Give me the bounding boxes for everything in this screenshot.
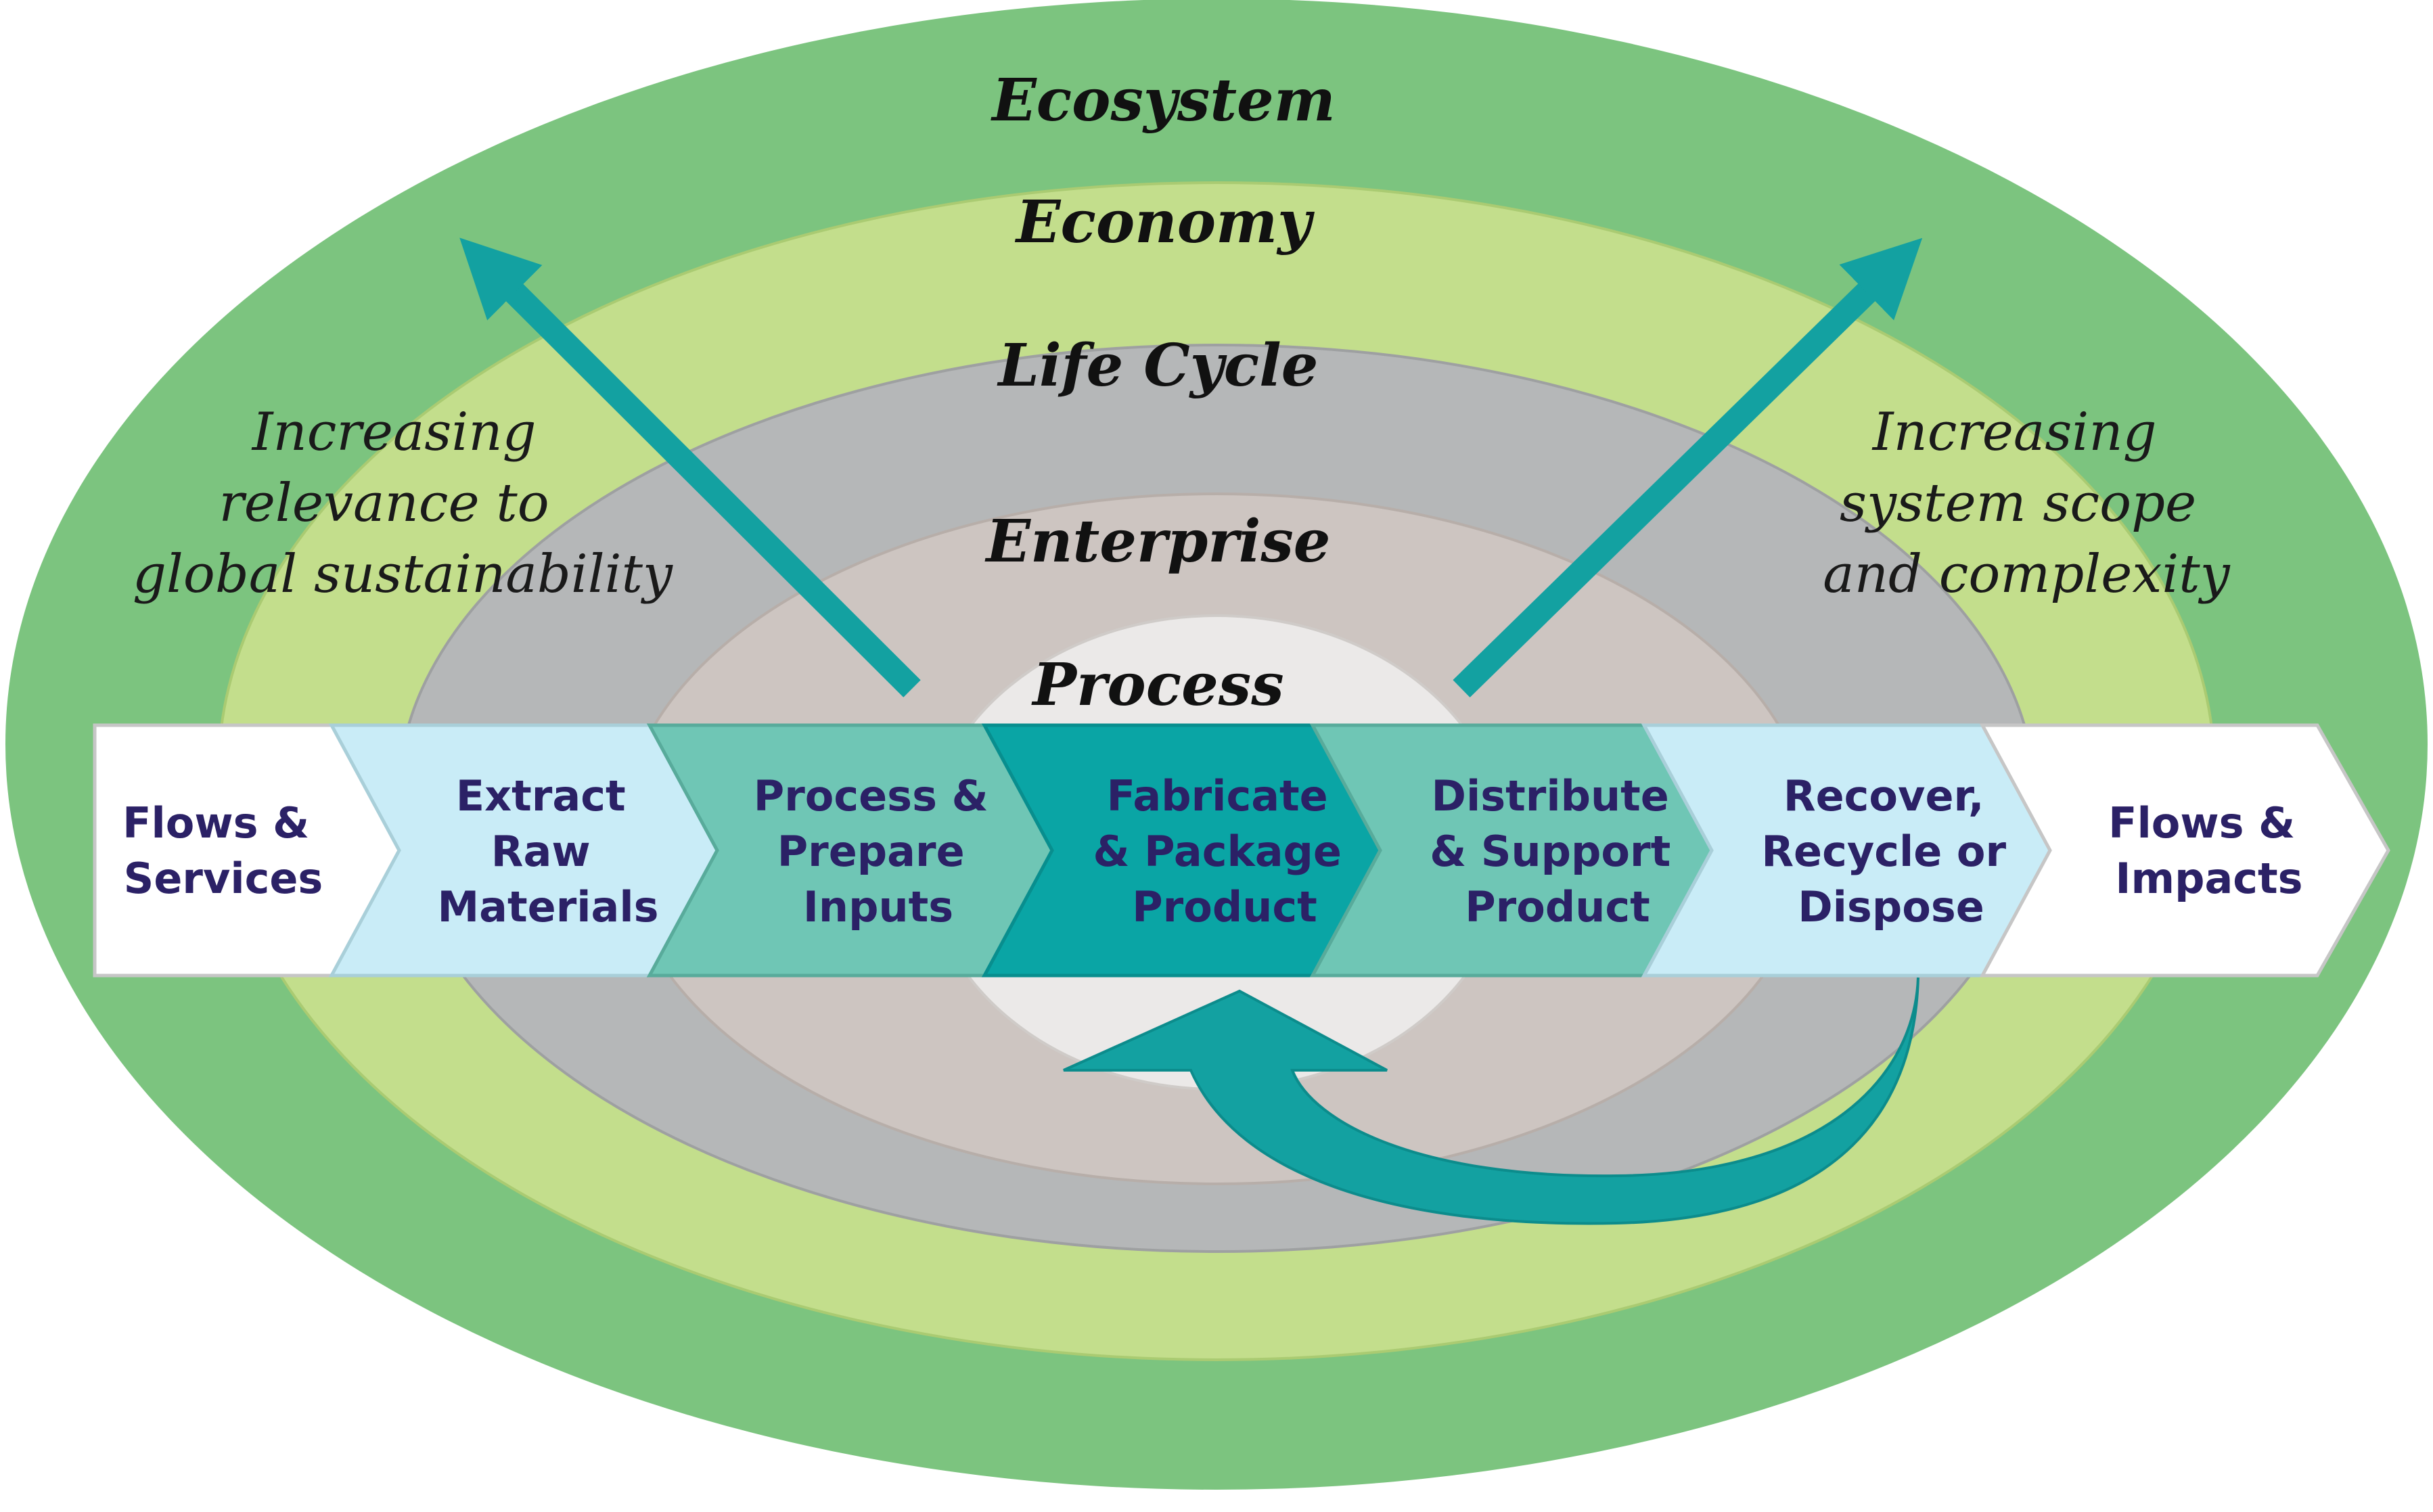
left-note: Increasing relevance to global sustainab… [133, 402, 673, 605]
step-extract-raw-materials-label: Extract Raw Materials [437, 771, 658, 932]
ring-label-lifecycle: Life Cycle [997, 331, 1319, 400]
ring-label-enterprise: Enterprise [984, 507, 1330, 576]
step-flows-impacts-line-2: Impacts [2115, 854, 2302, 903]
step-recover-line-2: Recycle or [1761, 827, 2006, 876]
step-recover-recycle-dispose-label: Recover, Recycle or Dispose [1761, 771, 2020, 932]
left-note-line-2: relevance to [219, 473, 549, 534]
step-flows-services-label: Flows & Services [122, 798, 324, 903]
right-note: Increasing system scope and complexity [1823, 402, 2230, 605]
ring-label-ecosystem: Ecosystem [990, 66, 1336, 135]
process-chain: Flows & Services Extract Raw Materials P… [93, 723, 2390, 978]
step-flows-impacts-line-1: Flows & [2108, 798, 2295, 848]
step-extract-line-2: Raw [491, 827, 591, 876]
step-recover-line-3: Dispose [1798, 882, 1984, 932]
step-fabricate-line-3: Product [1132, 882, 1317, 932]
step-distribute-line-3: Product [1465, 882, 1650, 932]
left-note-line-1: Increasing [251, 402, 537, 463]
step-process-prepare-inputs-label: Process & Prepare Inputs [754, 771, 1003, 932]
step-flows-services-line-1: Flows & [122, 798, 309, 848]
step-distribute-line-2: & Support [1430, 827, 1670, 876]
step-distribute-line-1: Distribute [1432, 771, 1669, 821]
ring-label-process: Process [1030, 651, 1283, 719]
arrow-scope-icon [1453, 237, 1923, 697]
step-extract-line-1: Extract [456, 771, 626, 821]
step-flows-impacts-label: Flows & Impacts [2108, 798, 2310, 903]
recycle-loop-arrow-icon [1063, 977, 1919, 1225]
step-fabricate-package-product-label: Fabricate & Package Product [1093, 771, 1356, 932]
step-process-line-2: Prepare [777, 827, 965, 876]
step-flows-impacts-shape [1979, 723, 2390, 978]
arrow-relevance-icon [459, 237, 921, 697]
step-process-line-1: Process & [754, 771, 988, 821]
right-note-line-3: and complexity [1823, 544, 2230, 605]
ring-label-economy: Economy [1014, 188, 1315, 256]
right-note-line-2: system scope [1840, 473, 2196, 534]
step-flows-services-line-2: Services [124, 854, 323, 903]
right-note-line-1: Increasing [1871, 402, 2157, 463]
left-note-line-3: global sustainability [133, 544, 673, 605]
step-fabricate-line-1: Fabricate [1107, 771, 1328, 821]
step-fabricate-line-2: & Package [1093, 827, 1342, 876]
step-process-line-3: Inputs [803, 882, 953, 932]
step-extract-line-3: Materials [437, 882, 658, 932]
step-recover-line-1: Recover, [1783, 771, 1984, 821]
step-distribute-support-product-label: Distribute & Support Product [1430, 771, 1685, 932]
